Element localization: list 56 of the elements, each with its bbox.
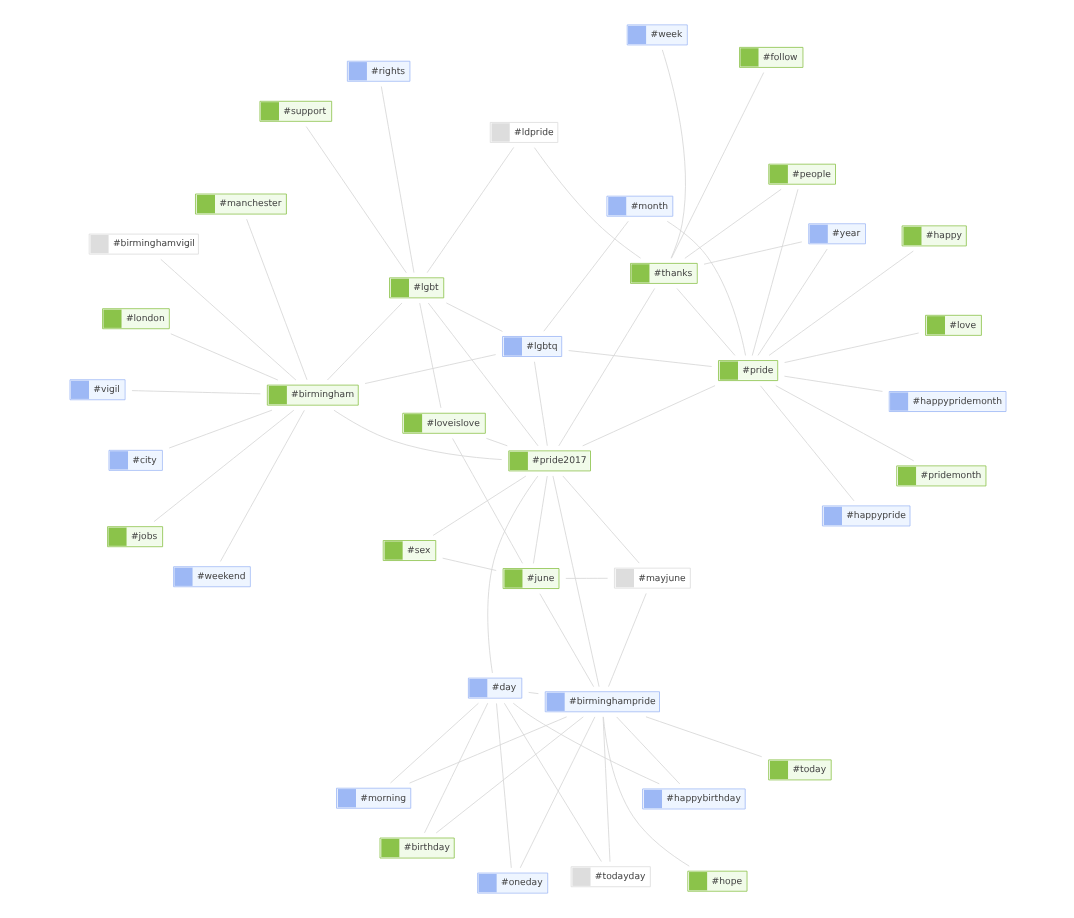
connector (363, 354, 496, 384)
connector (601, 716, 689, 867)
connector (418, 302, 441, 409)
connector (389, 702, 478, 784)
connector (774, 385, 914, 462)
connector (379, 86, 414, 274)
connector (152, 409, 294, 523)
connector (702, 241, 802, 265)
connector (245, 218, 307, 381)
connector (756, 248, 827, 356)
connector (533, 147, 641, 259)
connector (518, 716, 595, 869)
connector (767, 250, 913, 356)
connector (581, 385, 715, 447)
connector (502, 702, 601, 862)
connector (408, 716, 567, 784)
connector (675, 288, 735, 356)
connector (304, 126, 406, 274)
connector (426, 302, 538, 447)
connector (557, 288, 655, 447)
connector (485, 437, 507, 447)
connector (538, 593, 594, 688)
connector (486, 475, 538, 674)
connector (511, 702, 659, 785)
connector (551, 475, 599, 688)
connector (665, 220, 745, 356)
connector (759, 385, 854, 502)
connector (533, 361, 547, 447)
connector (451, 438, 522, 564)
connector (542, 220, 628, 332)
connector (532, 475, 547, 564)
connector (425, 147, 514, 274)
connector (434, 716, 583, 834)
connector (607, 593, 646, 688)
connector (325, 302, 402, 381)
connector (615, 716, 680, 785)
connector (219, 409, 304, 562)
connector (423, 702, 488, 834)
connector (750, 188, 798, 356)
connector (644, 716, 762, 758)
connector (169, 333, 278, 381)
connector (431, 475, 526, 536)
connector (444, 302, 502, 332)
connector (332, 409, 502, 460)
connector (159, 258, 296, 381)
connector (601, 716, 610, 863)
connector (441, 557, 496, 571)
connector (783, 332, 919, 363)
connector (167, 409, 272, 449)
connector (670, 72, 764, 259)
connector (495, 703, 511, 869)
connector (567, 350, 712, 367)
connector (783, 375, 882, 392)
connector (561, 475, 639, 564)
connector (660, 49, 685, 259)
connector (683, 188, 781, 259)
